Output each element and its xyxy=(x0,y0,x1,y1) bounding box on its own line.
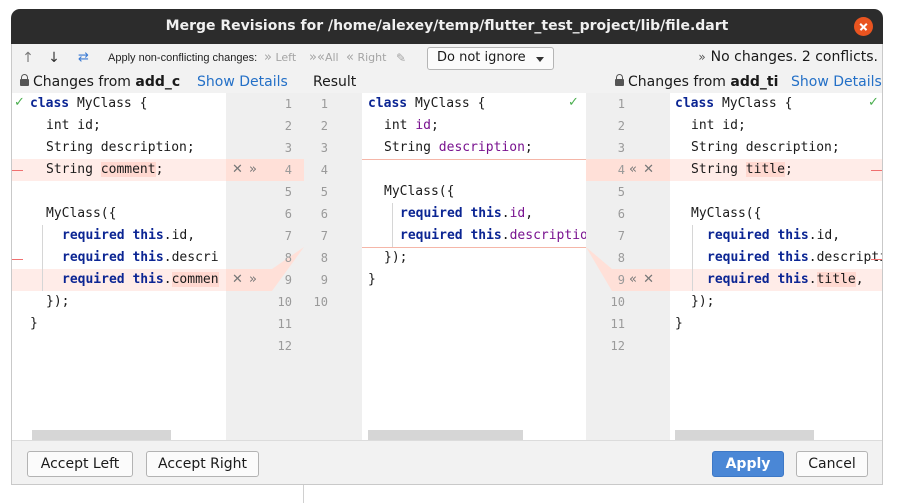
diff-connector xyxy=(586,159,670,291)
line-numbers-right: 1 2 3 4 5 6 7 8 9 10 11 12 xyxy=(610,97,625,353)
merge-dialog: ↑ ↓ ⇄ Apply non-conflicting changes: » L… xyxy=(11,44,883,485)
result-pane-header: Result xyxy=(313,74,357,90)
whitespace-select[interactable]: Do not ignore xyxy=(427,47,554,70)
double-chevron-right-icon: » xyxy=(264,50,272,65)
window-title: Merge Revisions for /home/alexey/temp/fl… xyxy=(165,18,729,34)
result-horizontal-scrollbar[interactable] xyxy=(368,430,523,440)
right-horizontal-scrollbar[interactable] xyxy=(675,430,814,440)
left-editor[interactable]: class MyClass { int id; String descripti… xyxy=(12,93,226,440)
code-line: required this.id, xyxy=(400,206,534,221)
up-arrow-icon[interactable]: ↑ xyxy=(22,50,34,66)
apply-left-button[interactable]: » Left xyxy=(264,50,297,65)
left-horizontal-scrollbar[interactable] xyxy=(32,430,171,440)
conflict-marker xyxy=(871,259,882,260)
code-line: required this.title, xyxy=(707,272,864,287)
right-pane-header: Changes from add_ti xyxy=(615,74,778,92)
code-line: required this.id, xyxy=(62,228,196,243)
magic-wand-icon[interactable]: ✎ xyxy=(396,51,407,65)
code-line: }); xyxy=(46,294,70,309)
indent-guide xyxy=(392,203,393,247)
double-chevron-left-icon: « xyxy=(346,50,354,65)
apply-right-button[interactable]: « Right xyxy=(346,50,387,65)
magic-merge-icon[interactable]: ⇄ xyxy=(78,50,89,65)
double-chevron-right-icon: » xyxy=(698,50,706,64)
left-line-gutter: ✕ » ✕ » xyxy=(226,93,304,440)
code-line: String description; xyxy=(46,140,195,155)
accept-left-button[interactable]: Accept Left xyxy=(27,451,133,477)
checkmark-icon: ✓ xyxy=(868,95,879,110)
close-window-button[interactable] xyxy=(854,17,873,36)
whitespace-select-value: Do not ignore xyxy=(437,50,526,65)
indent-guide xyxy=(42,225,43,291)
conflict-marker xyxy=(871,170,882,171)
code-line: } xyxy=(675,316,683,331)
conflict-insert-marker xyxy=(362,159,586,160)
chevron-down-icon xyxy=(536,57,544,62)
code-line: }); xyxy=(384,250,408,265)
apply-button[interactable]: Apply xyxy=(712,451,784,477)
apply-non-conflicting-label: Apply non-conflicting changes: xyxy=(108,52,258,64)
window-titlebar: Merge Revisions for /home/alexey/temp/fl… xyxy=(11,9,883,44)
code-line: class MyClass { xyxy=(30,96,148,111)
toolbar: ↑ ↓ ⇄ Apply non-conflicting changes: » L… xyxy=(12,44,882,72)
code-line: class MyClass { xyxy=(368,96,486,111)
code-line: MyClass({ xyxy=(46,206,117,221)
code-line: String title; xyxy=(691,162,793,177)
right-branch-name: add_ti xyxy=(730,74,779,90)
double-chevron-left-icon: « xyxy=(316,50,325,65)
code-line: MyClass({ xyxy=(384,184,455,199)
code-line: required this.id, xyxy=(707,228,841,243)
dialog-footer: Accept Left Accept Right Apply Cancel xyxy=(12,440,882,484)
code-line: } xyxy=(368,272,376,287)
code-line: required this.descriptio xyxy=(400,228,586,243)
code-line: int id; xyxy=(384,118,439,133)
background-divider xyxy=(303,485,304,503)
code-line: int id; xyxy=(691,118,746,133)
left-show-details-link[interactable]: Show Details xyxy=(197,74,288,90)
double-chevron-right-icon: » xyxy=(309,50,317,65)
conflict-marker xyxy=(12,259,23,260)
line-numbers-center: 1 2 3 4 5 6 7 8 9 10 xyxy=(304,93,362,440)
cancel-button[interactable]: Cancel xyxy=(796,451,868,477)
code-line: String description; xyxy=(384,140,533,155)
code-line: required this.commen xyxy=(62,272,219,287)
right-show-details-link[interactable]: Show Details xyxy=(791,74,882,90)
result-editor[interactable]: class MyClass { int id; String descripti… xyxy=(362,93,586,440)
left-pane-header: Changes from add_c xyxy=(20,74,180,92)
right-line-gutter: « ✕ « ✕ xyxy=(586,93,670,440)
accept-left-conflict-icon[interactable]: ✕ » xyxy=(232,162,258,177)
merge-status: »No changes. 2 conflicts. xyxy=(698,49,878,65)
apply-all-button[interactable]: »«All xyxy=(309,50,339,65)
code-line: }); xyxy=(691,294,715,309)
down-arrow-icon[interactable]: ↓ xyxy=(48,50,60,66)
conflict-marker xyxy=(12,170,23,171)
accept-right-conflict-icon[interactable]: « ✕ xyxy=(629,272,655,287)
accept-right-conflict-icon[interactable]: « ✕ xyxy=(629,162,655,177)
indent-guide xyxy=(692,225,693,291)
accept-right-button[interactable]: Accept Right xyxy=(146,451,259,477)
checkmark-icon: ✓ xyxy=(568,95,579,110)
checkmark-icon: ✓ xyxy=(14,95,25,110)
code-line: required this.descri xyxy=(62,250,219,265)
code-line: required this.descriptio xyxy=(707,250,882,265)
line-numbers-left: 1 2 3 4 5 6 7 8 9 10 11 12 xyxy=(277,97,292,353)
left-branch-name: add_c xyxy=(135,74,181,90)
code-line: class MyClass { xyxy=(675,96,793,111)
code-line: String comment; xyxy=(46,162,164,177)
code-line: String description; xyxy=(691,140,840,155)
code-line: } xyxy=(30,316,38,331)
conflict-insert-marker xyxy=(362,247,586,248)
right-editor[interactable]: class MyClass { int id; String descripti… xyxy=(670,93,882,440)
code-line: MyClass({ xyxy=(691,206,762,221)
accept-left-conflict-icon[interactable]: ✕ » xyxy=(232,272,258,287)
code-line: int id; xyxy=(46,118,101,133)
diff-connector xyxy=(226,159,304,291)
lock-icon xyxy=(20,74,29,86)
lock-icon xyxy=(615,74,624,86)
